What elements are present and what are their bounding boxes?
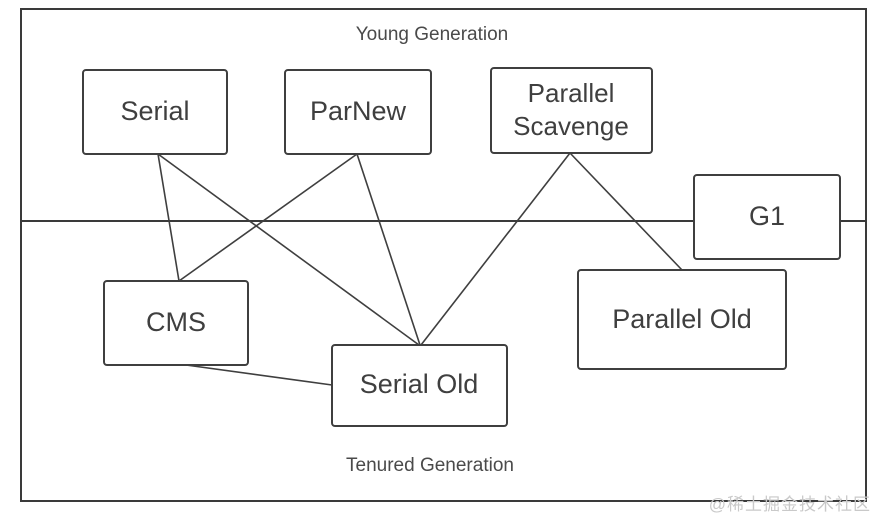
edge-serial-to-serial-old (157, 153, 420, 346)
edge-parallel-scavenge-to-serial-old (420, 152, 571, 346)
node-parnew[interactable]: ParNew (284, 69, 432, 155)
edge-cms-to-serial-old (185, 364, 333, 386)
node-parallel-old[interactable]: Parallel Old (577, 269, 787, 370)
node-parallel-scavenge-box[interactable] (490, 67, 653, 154)
node-g1-box[interactable] (693, 174, 841, 260)
node-parallel-old-box[interactable] (577, 269, 787, 370)
edge-parnew-to-cms (178, 153, 358, 282)
edges-group (157, 152, 683, 386)
watermark: @稀土掘金技术社区 (708, 495, 871, 514)
edge-parnew-to-serial-old (356, 153, 421, 346)
tenured-generation-label: Tenured Generation (346, 455, 514, 476)
node-serial-label: Serial (120, 96, 189, 126)
edge-serial-to-cms (157, 153, 180, 282)
node-parallel-old-label: Parallel Old (612, 304, 752, 334)
node-parallel-scavenge[interactable]: Parallel Scavenge (490, 67, 653, 154)
node-serial-old[interactable]: Serial Old (331, 344, 508, 427)
node-cms[interactable]: CMS (103, 280, 249, 366)
node-serial-box[interactable] (82, 69, 228, 155)
node-parallel-scavenge-label-line1: Parallel (528, 78, 615, 108)
edge-parallel-scavenge-to-parallel-old (569, 152, 683, 271)
node-serial[interactable]: Serial (82, 69, 228, 155)
node-parallel-scavenge-label-line2: Scavenge (513, 111, 629, 141)
node-cms-box[interactable] (103, 280, 249, 366)
node-serial-old-box[interactable] (331, 344, 508, 427)
node-serial-old-label: Serial Old (360, 369, 479, 399)
node-parnew-box[interactable] (284, 69, 432, 155)
node-g1-label: G1 (749, 201, 785, 231)
node-g1[interactable]: G1 (693, 174, 841, 260)
node-cms-label: CMS (146, 307, 206, 337)
young-generation-label: Young Generation (356, 24, 508, 45)
node-parnew-label: ParNew (310, 96, 407, 126)
